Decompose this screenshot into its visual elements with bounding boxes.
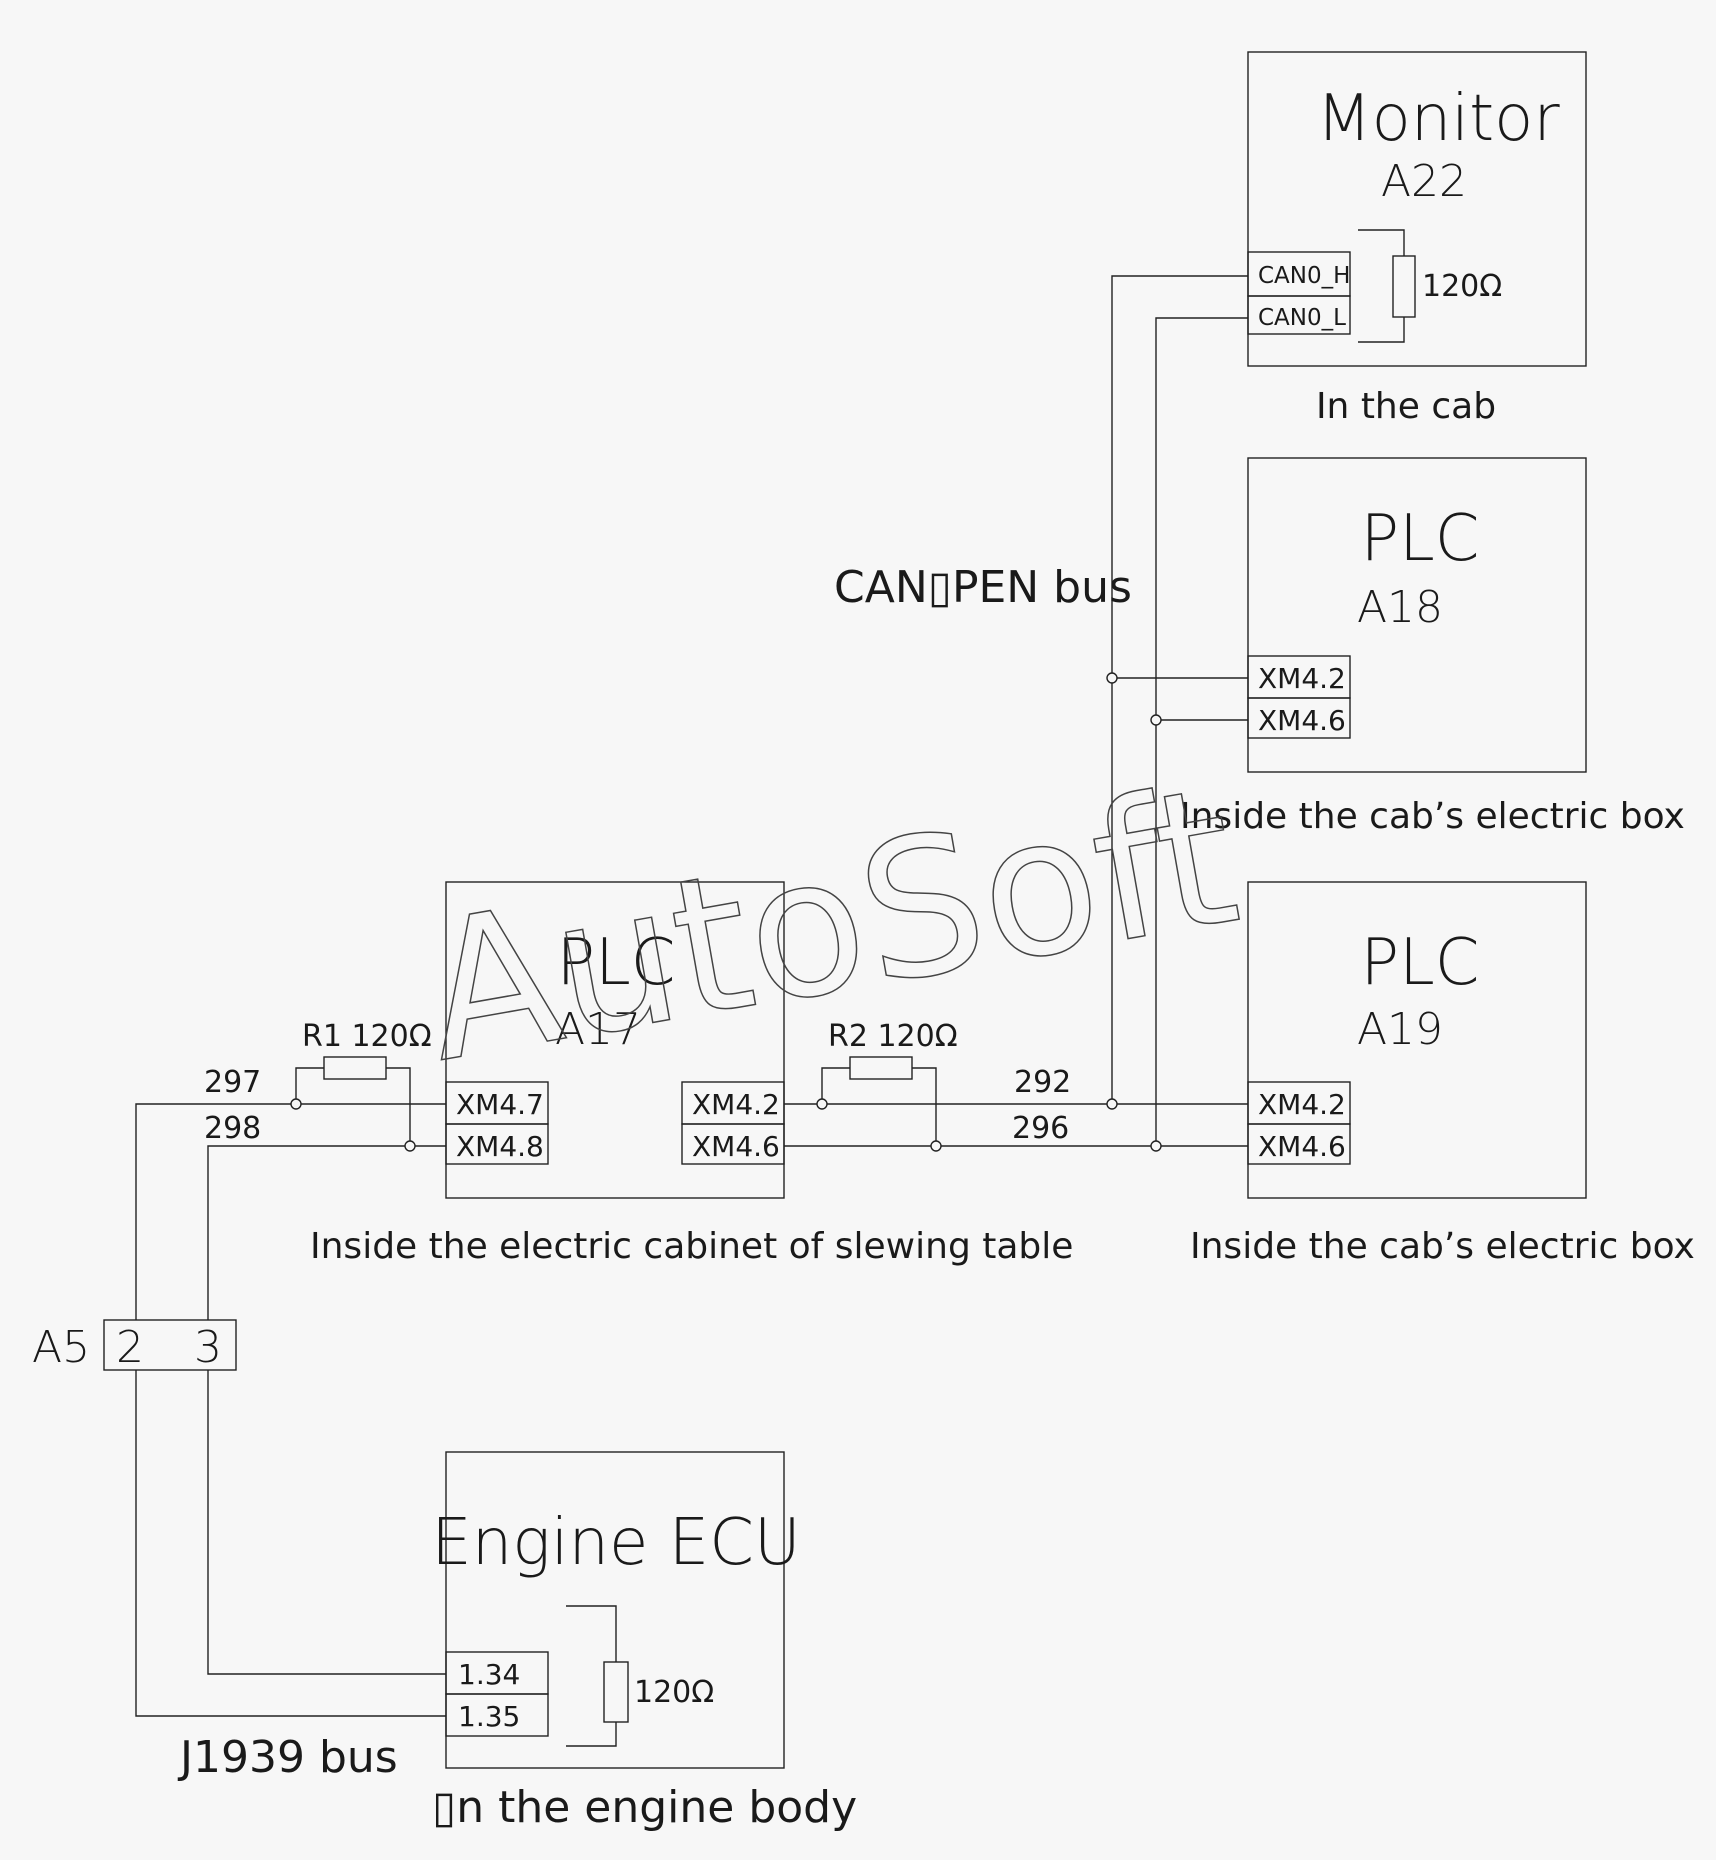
- engine-ecu-pin-1-34: 1.34: [458, 1658, 520, 1691]
- plc-a17-location-caption: Inside the electric cabinet of slewing t…: [310, 1226, 1073, 1267]
- plc-a17-pin-xm4-6: XM4.6: [692, 1130, 780, 1163]
- connector-a5-pin-2: 2: [116, 1322, 144, 1373]
- monitor-resistor-value: 120Ω: [1422, 269, 1502, 304]
- wire-296-label: 296: [1012, 1111, 1069, 1146]
- j1939-bus-wires: [135, 1056, 446, 1717]
- plc-a19-title: PLC: [1361, 926, 1480, 1000]
- monitor-title: Monitor: [1316, 82, 1560, 156]
- resistor-r2-label: R2 120Ω: [828, 1019, 958, 1054]
- plc-a17-block: PLC A17 XM4.7 XM4.8 XM4.2 XM4.6: [445, 881, 785, 1199]
- plc-a17-pin-xm4-8: XM4.8: [456, 1130, 544, 1163]
- plc-a19-block: PLC A19 XM4.2 XM4.6: [1247, 881, 1587, 1199]
- engine-ecu-location-caption: ▯n the engine body: [432, 1782, 857, 1833]
- monitor-location-caption: In the cab: [1316, 386, 1496, 427]
- plc-a17-pin-xm4-2: XM4.2: [692, 1088, 780, 1121]
- connector-a5: A5 2 3: [32, 1319, 237, 1373]
- monitor-termination-resistor: [1392, 255, 1416, 318]
- resistor-r1: [323, 1056, 387, 1080]
- plc-a18-block: PLC A18 XM4.2 XM4.6: [1247, 457, 1587, 773]
- plc-a18-ref: A18: [1357, 582, 1443, 633]
- plc-a17-title: PLC: [557, 926, 676, 1000]
- plc-a19-pin-xm4-6: XM4.6: [1258, 1130, 1346, 1163]
- engine-ecu-resistor-value: 120Ω: [634, 1675, 714, 1710]
- plc-a19-ref: A19: [1357, 1004, 1443, 1055]
- engine-ecu-termination-resistor: [603, 1661, 629, 1723]
- plc-a18-pin-xm4-6: XM4.6: [1258, 704, 1346, 737]
- resistor-r2: [849, 1056, 913, 1080]
- j1939-bus-label: J1939 bus: [177, 1732, 398, 1783]
- plc-a18-location-caption: Inside the cab’s electric box: [1180, 796, 1685, 837]
- plc-a19-location-caption: Inside the cab’s electric box: [1190, 1226, 1695, 1267]
- engine-ecu-block: Engine ECU 1.34 1.35 120Ω: [431, 1451, 801, 1769]
- plc-a17-pin-xm4-7: XM4.7: [456, 1088, 544, 1121]
- monitor-a22-block: Monitor A22 CAN0_H CAN0_L 120Ω: [1247, 51, 1587, 367]
- resistor-r1-label: R1 120Ω: [302, 1019, 432, 1054]
- plc-a18-pin-xm4-2: XM4.2: [1258, 662, 1346, 695]
- plc-a18-title: PLC: [1361, 502, 1480, 576]
- monitor-ref: A22: [1381, 156, 1467, 207]
- monitor-pin-can0-h: CAN0_H: [1258, 263, 1350, 289]
- wire-297-label: 297: [204, 1065, 261, 1100]
- wire-298-label: 298: [204, 1111, 261, 1146]
- connector-a5-pin-3: 3: [194, 1322, 222, 1373]
- plc-a17-ref: A17: [555, 1004, 641, 1055]
- wire-292-label: 292: [1014, 1065, 1071, 1100]
- connector-a5-ref: A5: [32, 1322, 90, 1373]
- engine-ecu-pin-1-35: 1.35: [458, 1700, 520, 1733]
- engine-ecu-title: Engine ECU: [431, 1506, 800, 1580]
- plc-a19-pin-xm4-2: XM4.2: [1258, 1088, 1346, 1121]
- monitor-pin-can0-l: CAN0_L: [1258, 305, 1346, 331]
- canopen-bus-wires: [784, 275, 1248, 1152]
- canopen-bus-label: CAN▯PEN bus: [834, 562, 1132, 613]
